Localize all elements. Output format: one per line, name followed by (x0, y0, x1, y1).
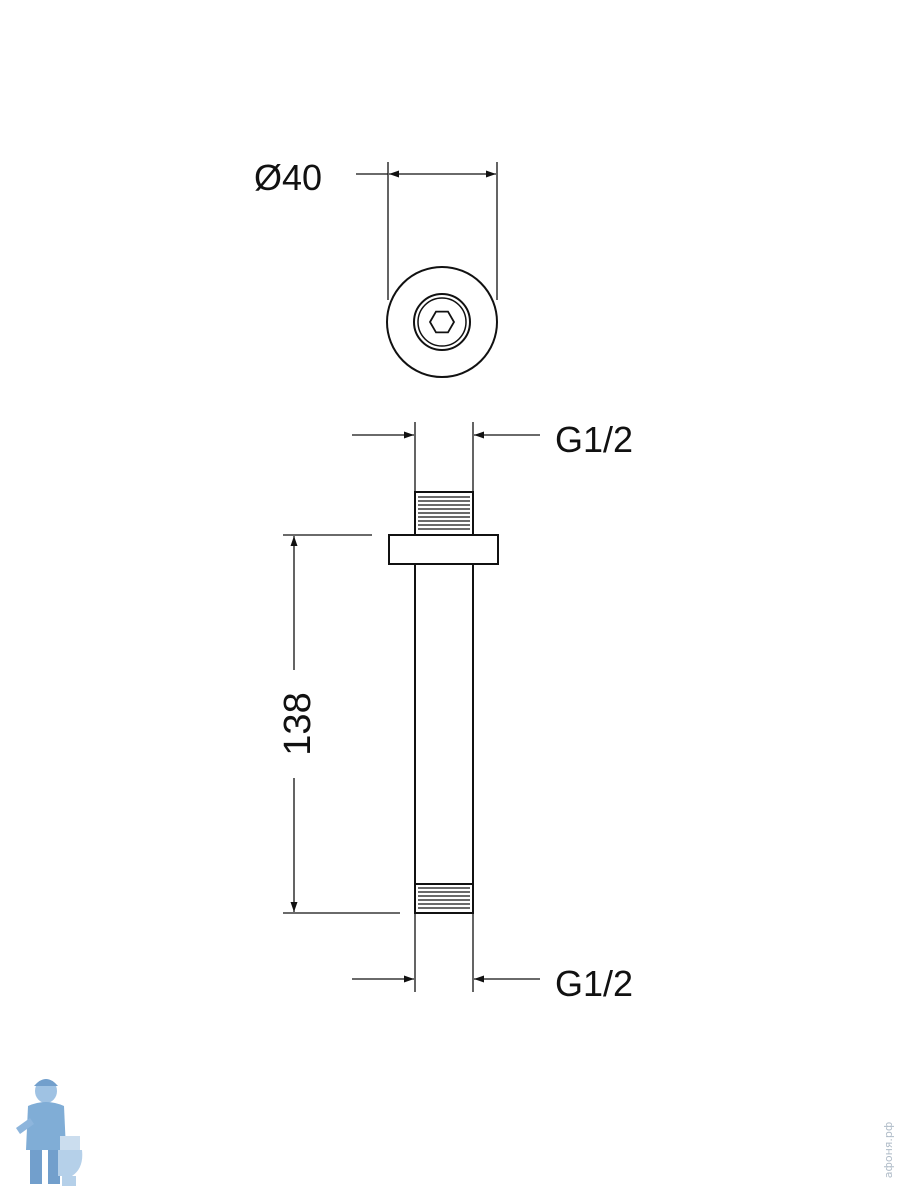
top-view (386, 266, 498, 378)
length-label: 138 (277, 692, 319, 755)
diameter-label: Ø40 (254, 157, 322, 198)
socket-outer-ring (413, 293, 471, 351)
site-watermark: афоня.рф (882, 1122, 895, 1179)
hexagon-icon (428, 310, 456, 334)
bottom-thread-dimension (352, 913, 540, 992)
bottom-thread (414, 883, 474, 914)
flange (388, 534, 499, 565)
plumber-mascot-logo (16, 1079, 83, 1186)
socket-inner-ring (417, 297, 467, 347)
bottom-thread-lines (418, 887, 470, 909)
diameter-dimension (356, 162, 498, 300)
flange-outline (386, 266, 498, 378)
length-dimension (283, 534, 400, 914)
top-thread-label: G1/2 (555, 419, 633, 460)
top-thread-dimension (352, 422, 540, 492)
side-view (388, 491, 499, 914)
top-thread-lines (418, 496, 470, 530)
bottom-thread-label: G1/2 (555, 963, 633, 1004)
